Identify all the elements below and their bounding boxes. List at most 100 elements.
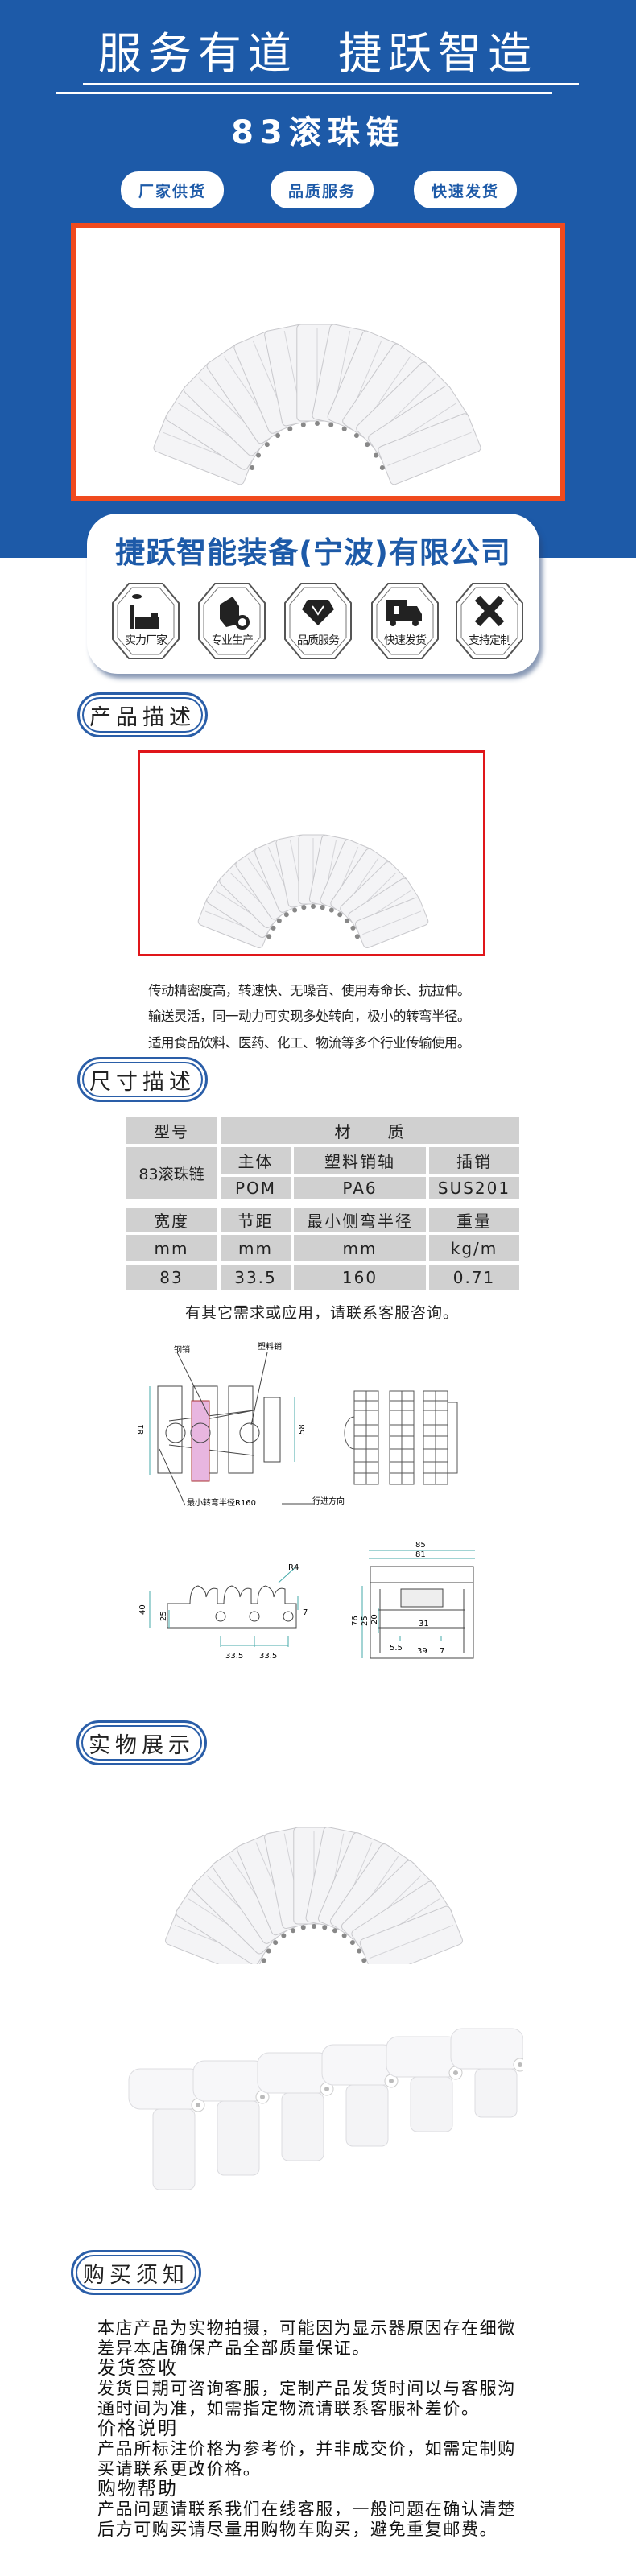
badge-strength-factory: 实力厂家 (111, 582, 180, 660)
side-view-drawing (149, 1566, 299, 1647)
notice-text: 产品问题请联系我们在线客服，一般问题在确认清楚 (97, 2500, 516, 2519)
bottom-view-drawing (344, 1390, 458, 1485)
chain-link (192, 2060, 270, 2176)
section-view-drawing (361, 1550, 475, 1659)
slogan: 服务有道 捷跃智造 (97, 28, 539, 79)
section-tab-dimensions: 尺寸描述 (77, 1057, 208, 1102)
table-cell: 宽度 (126, 1208, 217, 1232)
notice-heading: 价格说明 (97, 2418, 178, 2439)
dim-81: 81 (137, 1424, 146, 1435)
table-cell: mm (126, 1235, 217, 1261)
chain-link (128, 2068, 205, 2190)
dim-39: 39 (417, 1647, 427, 1656)
dim-r4: R4 (288, 1563, 299, 1572)
truck-icon (371, 583, 439, 659)
table-cell: PA6 (294, 1177, 426, 1199)
dim-7: 7 (303, 1608, 308, 1617)
diamond-icon (284, 583, 352, 659)
pill-fast-delivery: 快速发货 (414, 171, 517, 208)
table-cell: 节距 (221, 1208, 291, 1232)
label-min-radius: 最小转弯半径R160 (187, 1497, 256, 1508)
table-cell: 0.71 (429, 1265, 519, 1290)
badge-label: 实力厂家 (125, 634, 167, 647)
chain-link (320, 839, 372, 913)
notice-text: 买请联系更改价格。 (97, 2459, 262, 2479)
badge-customization: 支持定制 (455, 582, 524, 660)
badge-label: 支持定制 (469, 634, 511, 647)
table-cell: 33.5 (221, 1265, 291, 1290)
chain-link (197, 897, 272, 948)
notice-text: 差异本店确保产品全部质量保证。 (97, 2339, 370, 2358)
pill-factory-supply: 厂家供货 (121, 171, 224, 208)
chain-link (321, 2044, 399, 2147)
table-cell-model: 83滚珠链 (126, 1147, 217, 1199)
table-cell: POM (221, 1177, 291, 1199)
company-name: 捷跃智能装备(宁波)有限公司 (115, 535, 511, 570)
dim-40: 40 (138, 1604, 147, 1615)
badge-label: 品质服务 (297, 634, 340, 647)
divider-line (83, 83, 579, 85)
chain-arc-image (197, 834, 429, 948)
table-cell: 160 (294, 1265, 426, 1290)
technical-drawings: 钢销 塑料销 最小转弯半径R160 行进方向 81 58 40 25 7 R4 … (137, 1341, 475, 1661)
chain-link (378, 413, 481, 485)
hero-product-image (71, 223, 565, 501)
company-card: 捷跃智能装备(宁波)有限公司 实力厂家 专业生产 品质服务 快速发货 支持定制 (87, 514, 539, 674)
dim-58: 58 (298, 1424, 307, 1435)
dim-76: 76 (351, 1616, 360, 1626)
badge-label: 快速发货 (384, 634, 427, 647)
label-plastic-pin: 塑料销 (258, 1341, 282, 1352)
badge-professional-production: 专业生产 (197, 582, 266, 660)
chain-side-photo (128, 2028, 523, 2190)
table-cell: 最小侧弯半径 (294, 1208, 426, 1232)
product-image-framed (138, 750, 485, 956)
badge-quality-service: 品质服务 (283, 582, 353, 660)
table-cell: mm (294, 1235, 426, 1261)
table-header-model: 型号 (126, 1117, 217, 1144)
dim-20: 20 (370, 1614, 379, 1624)
chain-link (450, 2028, 523, 2118)
dim-25: 25 (159, 1611, 168, 1621)
label-direction: 行进方向 (312, 1496, 345, 1506)
notice-text: 后方可购买请尽量用购物车购买，避免重复邮费。 (97, 2520, 498, 2539)
badge-label: 专业生产 (211, 634, 254, 647)
chain-arc-photo (165, 1827, 463, 1964)
chain-link (354, 897, 429, 948)
section-tab-photos: 实物展示 (76, 1720, 207, 1765)
chain-link (359, 1905, 463, 1964)
chain-link (386, 2036, 463, 2132)
description-line: 适用食品饮料、医药、化工、物流等多个行业传输使用。 (148, 1035, 471, 1051)
product-title: 83滚珠链 (231, 114, 405, 151)
table-header-material: 材 质 (221, 1117, 519, 1144)
notice-text: 本店产品为实物拍摄，可能因为显示器原因存在细微 (97, 2318, 516, 2338)
dim-31: 31 (419, 1620, 429, 1629)
ruler-pencil-icon (456, 583, 523, 659)
contact-note: 有其它需求或应用，请联系客服咨询。 (184, 1304, 459, 1322)
section-tab-purchase: 购买须知 (71, 2250, 201, 2295)
dim-pitch-1: 33.5 (225, 1652, 243, 1661)
dim-81-width: 81 (415, 1550, 426, 1559)
dim-85: 85 (415, 1541, 426, 1550)
table-cell: SUS201 (429, 1177, 519, 1199)
top-view-drawing (149, 1352, 314, 1506)
badge-fast-delivery: 快速发货 (370, 582, 440, 660)
dim-5-5: 5.5 (390, 1644, 403, 1653)
table-cell: 重量 (429, 1208, 519, 1232)
box-gear-icon (198, 583, 266, 659)
dim-25-section: 25 (361, 1616, 370, 1626)
notice-text: 产品所标注价格为参考价，并非成交价，如需定制购 (97, 2439, 516, 2458)
label-steel-pin: 钢销 (174, 1344, 190, 1355)
notice-text: 通时间为准，如需指定物流请联系客服补差价。 (97, 2399, 480, 2418)
pill-quality-service: 品质服务 (271, 171, 374, 208)
notice-heading: 发货签收 (97, 2358, 178, 2379)
table-cell: 主体 (221, 1147, 291, 1174)
divider-line (56, 92, 552, 94)
description-line: 输送灵活，同一动力可实现多处转向，极小的转弯半径。 (148, 1009, 471, 1024)
description-line: 传动精密度高，转速快、无噪音、使用寿命长、抗拉伸。 (148, 983, 471, 998)
table-cell: 83 (126, 1265, 217, 1290)
notice-text: 发货日期可咨询客服，定制产品发货时间以与客服沟 (97, 2379, 516, 2398)
table-cell: mm (221, 1235, 291, 1261)
purchase-notes: 本店产品为实物拍摄，可能因为显示器原因存在细微 差异本店确保产品全部质量保证。 … (97, 2318, 548, 2540)
table-cell: kg/m (429, 1235, 519, 1261)
table-cell: 塑料销轴 (294, 1147, 426, 1174)
